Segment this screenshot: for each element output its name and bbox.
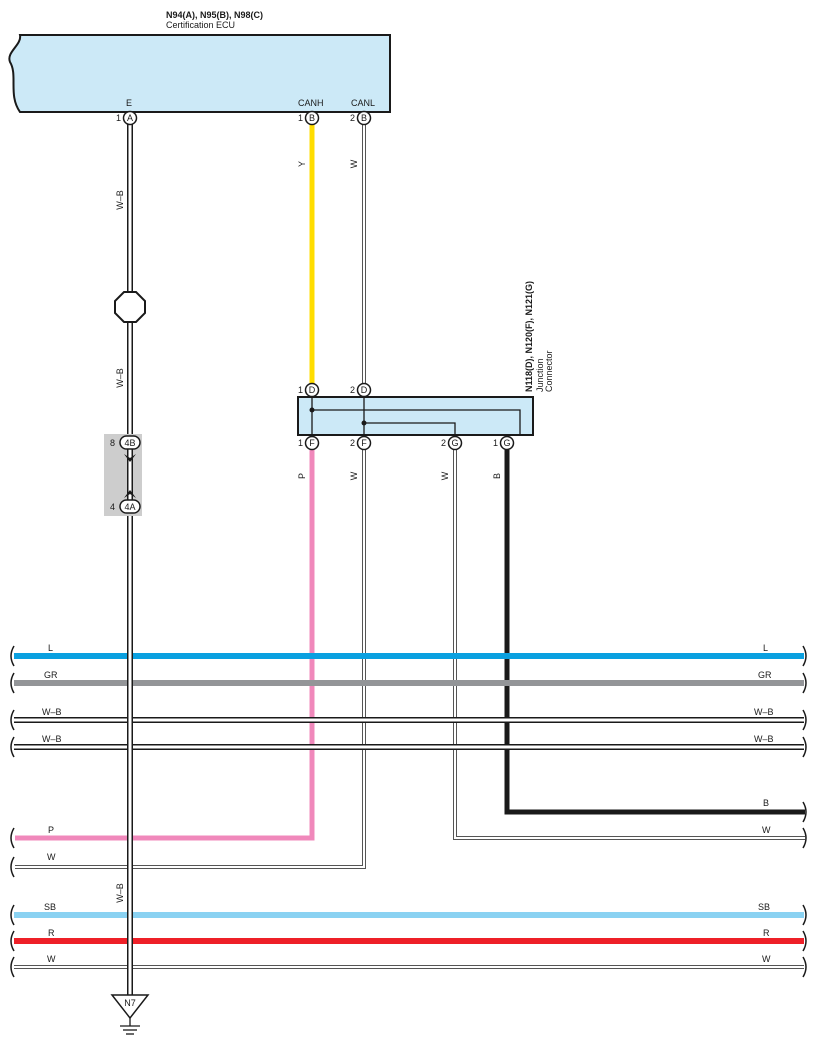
bus-label-left-w: W <box>47 852 56 862</box>
wire-g1-black[interactable] <box>504 450 805 815</box>
terminal-g2-num: 2 <box>441 438 446 448</box>
terminal-f1[interactable]: F <box>304 435 320 451</box>
bus-label-left-gr: GR <box>44 670 58 680</box>
terminal-d2-num: 2 <box>350 385 355 395</box>
bus-label-left-w2: W <box>47 954 56 964</box>
bus-label-right-wb2: W–B <box>754 734 774 744</box>
ground-triangle[interactable] <box>110 994 150 1020</box>
splice-octagon[interactable] <box>114 291 146 323</box>
bus-right-brackets <box>802 645 807 978</box>
inline-bottom-num: 4 <box>110 502 115 512</box>
terminal-d1-conn: D <box>309 385 316 395</box>
wire-label-canh: Y <box>297 161 307 167</box>
ecu-box[interactable] <box>8 34 391 113</box>
ground-icon <box>120 1018 140 1035</box>
terminal-f1-conn: F <box>309 438 315 448</box>
terminal-g1-conn: G <box>503 438 510 448</box>
bus-label-right-w: W <box>762 825 771 835</box>
bus-label-right-l: L <box>763 643 768 653</box>
terminal-canh-num: 1 <box>298 113 303 123</box>
ground-label: N7 <box>124 998 136 1008</box>
terminal-g2-conn: G <box>451 438 458 448</box>
inline-bottom-conn: 4A <box>124 502 135 512</box>
junction-connector-box[interactable] <box>297 396 534 436</box>
terminal-canl[interactable]: B <box>356 110 372 126</box>
junction-dot-2 <box>361 420 367 426</box>
inline-connector-bottom[interactable]: 4A <box>119 499 141 514</box>
wire-label-f1: P <box>297 473 307 479</box>
terminal-g1-num: 1 <box>493 438 498 448</box>
inline-top-conn: 4B <box>124 438 135 448</box>
terminal-f2-num: 2 <box>350 438 355 448</box>
wire-g2-white[interactable] <box>453 450 805 840</box>
pin-label-canl: CANL <box>351 98 375 108</box>
junction-line1: Junction <box>535 358 545 392</box>
bus-label-right-gr: GR <box>758 670 772 680</box>
ecu-name: Certification ECU <box>166 20 235 30</box>
pin-label-e: E <box>126 98 132 108</box>
pin-label-canh: CANH <box>298 98 324 108</box>
terminal-g2[interactable]: G <box>447 435 463 451</box>
bus-label-right-b: B <box>763 798 769 808</box>
terminal-f2-conn: F <box>361 438 367 448</box>
arrow-down-icon <box>124 454 136 462</box>
arrow-up-icon <box>124 490 136 498</box>
terminal-d2[interactable]: D <box>356 382 372 398</box>
terminal-f1-num: 1 <box>298 438 303 448</box>
bus-label-right-wb1: W–B <box>754 707 774 717</box>
wire-label-e-wb-2: W–B <box>115 368 125 388</box>
terminal-d1-num: 1 <box>298 385 303 395</box>
terminal-canh[interactable]: B <box>304 110 320 126</box>
junction-title: N118(D), N120(F), N121(G) <box>524 281 534 392</box>
bus-label-left-r: R <box>48 928 55 938</box>
bus-label-left-wb2: W–B <box>42 734 62 744</box>
terminal-canl-conn: B <box>361 113 367 123</box>
bus-label-left-sb: SB <box>44 902 56 912</box>
wire-label-f2: W <box>349 471 359 480</box>
ecu-title: N94(A), N95(B), N98(C) <box>166 10 263 20</box>
terminal-e-num: 1 <box>116 113 121 123</box>
terminal-d1[interactable]: D <box>304 382 320 398</box>
terminal-e[interactable]: A <box>122 110 138 126</box>
inline-connector-top[interactable]: 4B <box>119 435 141 450</box>
wire-label-canl: W <box>349 159 359 168</box>
wire-label-e-wb-1: W–B <box>115 190 125 210</box>
inline-top-num: 8 <box>110 438 115 448</box>
terminal-d2-conn: D <box>361 385 368 395</box>
bus-label-left-l: L <box>48 643 53 653</box>
bus-label-left-wb1: W–B <box>42 707 62 717</box>
bus-label-left-p: P <box>48 825 54 835</box>
wire-label-g1: B <box>492 473 502 479</box>
terminal-f2[interactable]: F <box>356 435 372 451</box>
wire-label-g2: W <box>440 471 450 480</box>
terminal-g1[interactable]: G <box>499 435 515 451</box>
bus-label-right-r: R <box>763 928 770 938</box>
bus-label-right-sb: SB <box>758 902 770 912</box>
wire-label-e-wb-3: W–B <box>115 883 125 903</box>
bus-label-right-w2: W <box>762 954 771 964</box>
wire-f1-pink[interactable] <box>15 450 315 841</box>
bus-left-brackets <box>10 645 15 978</box>
junction-dot-1 <box>309 407 315 413</box>
terminal-canh-conn: B <box>309 113 315 123</box>
terminal-canl-num: 2 <box>350 113 355 123</box>
junction-line2: Connector <box>544 350 554 392</box>
terminal-e-conn: A <box>127 113 133 123</box>
